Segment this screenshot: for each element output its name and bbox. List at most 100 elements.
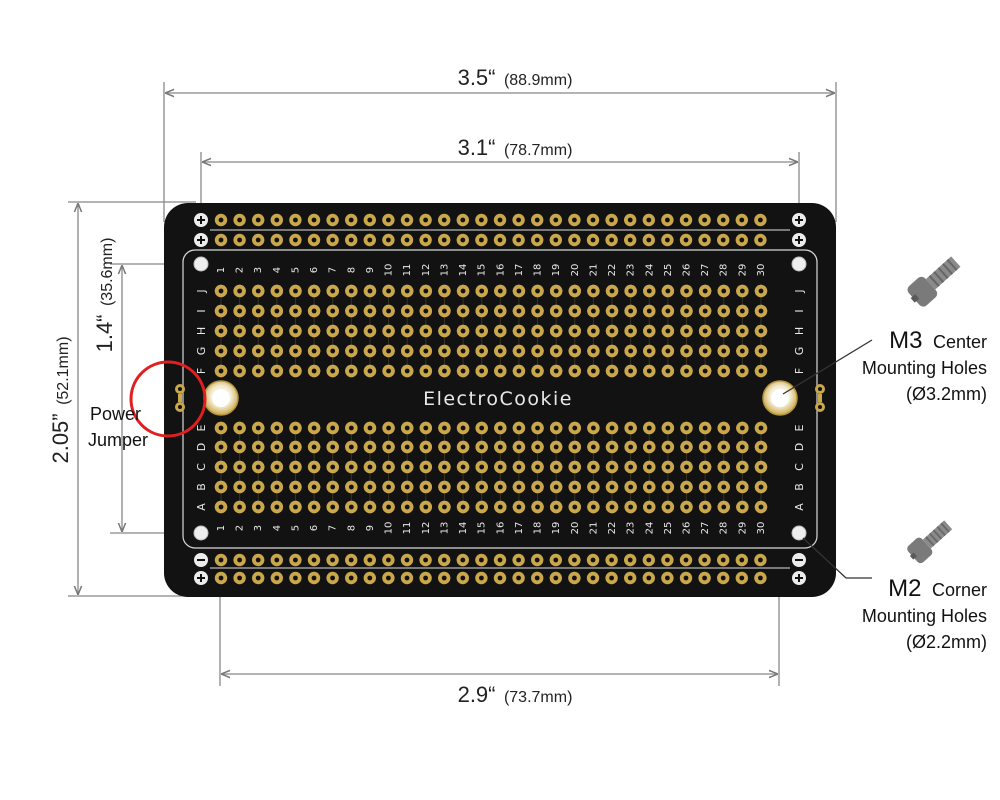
grid-hole [568,304,581,318]
dimension-overall-height [68,201,196,597]
column-number-label: 16 [495,264,506,277]
rail-hole [735,233,748,247]
grid-hole [438,284,451,298]
grid-hole [382,500,395,514]
plus-icon [194,571,208,585]
grid-hole [605,344,619,358]
column-number-label: 5 [290,267,301,273]
grid-hole [401,324,414,338]
grid-hole [717,304,730,318]
row-letter-label: C [195,463,208,471]
row-letter-label: I [195,309,208,312]
column-number-label: 14 [458,522,469,535]
column-number-label: 25 [663,264,674,277]
rail-hole [270,553,283,567]
grid-hole [252,344,265,358]
grid-hole [233,480,246,494]
rail-hole [270,233,283,247]
minus-icon [792,553,806,567]
rail-hole [419,233,432,247]
rail-hole [438,213,451,227]
grid-hole [568,440,581,454]
rail-hole [549,213,562,227]
grid-hole [456,364,470,378]
column-number-label: 13 [439,264,450,277]
grid-hole [214,440,228,454]
grid-hole [252,440,265,454]
column-number-label: 15 [477,264,488,277]
grid-hole [494,460,507,474]
rail-hole [568,213,581,227]
rail-hole [233,213,246,227]
rail-hole [512,553,525,567]
grid-hole [382,480,395,494]
grid-hole [456,460,470,474]
grid-hole [698,440,712,454]
rail-hole [698,233,711,247]
row-letter-label: G [793,347,806,356]
grid-hole [345,284,358,298]
rail-hole [642,233,655,247]
m3-leader-line [782,339,873,395]
column-number-label: 26 [682,522,693,535]
grid-hole [698,364,712,378]
rail-hole [717,233,730,247]
grid-hole [363,421,377,435]
row-letter-label: D [793,443,806,451]
grid-hole [549,460,563,474]
plus-icon [792,213,806,227]
column-number-label: 23 [626,264,637,277]
grid-hole [270,364,284,378]
rail-hole [214,213,228,227]
grid-hole [643,421,656,435]
grid-hole [643,480,656,494]
grid-hole [643,500,656,514]
rail-hole [475,553,488,567]
grid-hole [643,344,656,358]
grid-hole [549,440,563,454]
column-number-label: 6 [309,267,320,273]
grid-hole [568,480,581,494]
grid-hole [233,364,246,378]
column-number-label: 29 [737,264,748,277]
grid-hole [270,284,284,298]
grid-hole [680,460,693,474]
grid-hole [252,500,265,514]
grid-hole [736,324,749,338]
grid-hole [345,324,358,338]
grid-hole [754,500,768,514]
m3-mounting-hole-left [203,380,239,416]
grid-hole [624,364,637,378]
grid-hole [512,440,526,454]
rail-hole [456,553,469,567]
column-number-label: 14 [458,264,469,277]
grid-hole [363,364,377,378]
rail-hole [345,571,358,585]
rail-hole [661,213,674,227]
grid-hole [512,480,526,494]
grid-hole [307,460,321,474]
grid-hole [438,460,451,474]
grid-hole [624,460,637,474]
column-number-label: 24 [644,522,655,535]
grid-hole [456,480,470,494]
column-number-label: 7 [328,525,339,531]
grid-hole [549,344,563,358]
grid-hole [698,421,712,435]
rail-hole [586,553,600,567]
m2-corner-hole-bottom-right [791,525,807,541]
rail-hole [456,213,469,227]
grid-hole [512,421,526,435]
grid-hole [568,324,581,338]
row-letter-label: D [195,443,208,451]
grid-hole [326,440,339,454]
grid-hole [401,284,414,298]
rail-hole [289,553,302,567]
column-number-label: 18 [533,522,544,535]
column-number-label: 4 [272,525,283,531]
column-number-label: 10 [384,264,395,277]
grid-hole [214,480,228,494]
grid-hole [754,440,768,454]
grid-hole [661,324,675,338]
